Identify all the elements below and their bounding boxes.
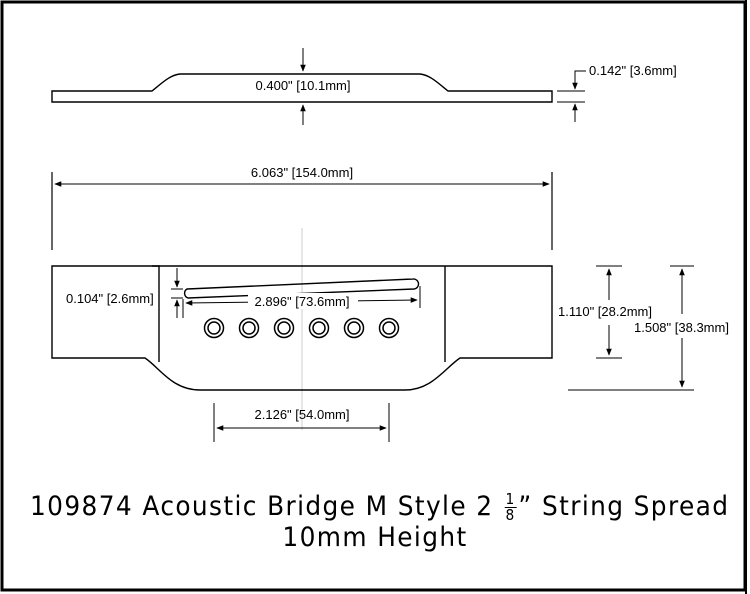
bridge-top-view [51,265,553,391]
thickness-label: 0.400" [10.1mm] [256,78,351,93]
title-line-2: 10mm Height [282,522,468,553]
saddle-slot [183,278,420,299]
pin-hole-outer [203,317,225,339]
pin-hole-outer [378,317,400,339]
spread-fraction: 1 8 [504,490,517,524]
center-width-label: 2.126" [54.0mm] [255,407,350,422]
pin-hole-inner [277,321,291,335]
slot-width-label: 0.104" [2.6mm] [66,291,154,306]
edge-thickness-label: 0.142" [3.6mm] [589,63,677,78]
pin-hole-inner [382,321,396,335]
slot-length-label: 2.896" [73.6mm] [255,294,350,309]
pin-hole-outer [238,317,260,339]
pin-hole-inner [312,321,326,335]
left-wing-edge [152,265,160,362]
pin-hole-inner [242,321,256,335]
overall-length-label: 6.063" [154.0mm] [251,165,353,180]
fraction-denominator: 8 [505,506,516,524]
pin-hole-inner [207,321,221,335]
wing-height-label: 1.110" [28.2mm] [558,304,652,319]
pin-hole-outer [273,317,295,339]
title-line-1: 109874 Acoustic Bridge M Style 2 1 8 ” S… [30,490,728,524]
pin-hole-outer [308,317,330,339]
total-height-label: 1.508" [38.3mm] [634,320,729,335]
edge-arrow-top [572,70,586,90]
bridge-side-profile [51,73,553,103]
pin-hole-outer [343,317,365,339]
pin-hole-inner [347,321,361,335]
slot-length-label-bg [248,293,358,309]
title-text-main: 109874 Acoustic Bridge M Style 2 [30,491,494,522]
fraction-numerator: 1 [504,490,517,508]
pin-holes [203,317,400,339]
length-label-bg [232,163,372,181]
title-text-suffix: ” String Spread [518,491,730,522]
